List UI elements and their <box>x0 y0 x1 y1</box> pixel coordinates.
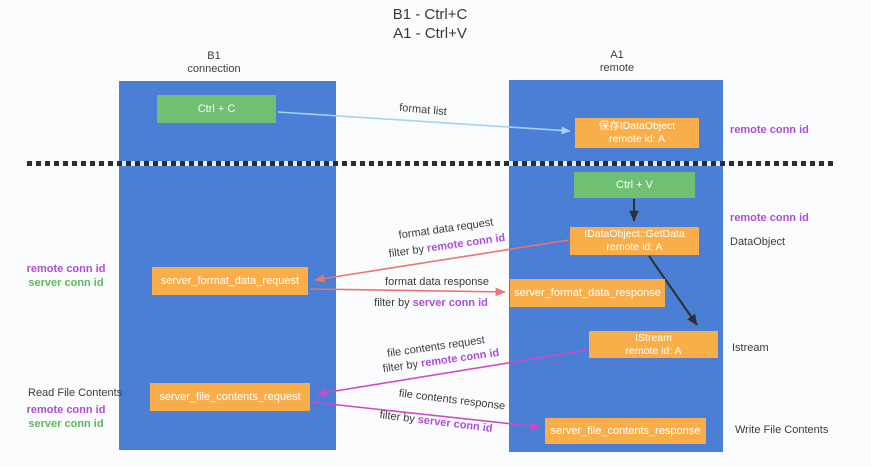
dashed-divider-line <box>27 161 833 166</box>
lane-b1-name: B1 <box>207 50 221 62</box>
node-getdata-line2: remote id: A <box>606 241 663 253</box>
filter-by-text: filter by <box>374 297 413 309</box>
node-ctrl-v: Ctrl + V <box>574 172 695 198</box>
arrow-format-data-response <box>309 287 506 297</box>
write-file-contents-label: Write File Contents <box>735 424 829 436</box>
label-filter-server-2: filter by server conn id <box>379 409 493 435</box>
lane-a1-name: A1 <box>610 49 624 61</box>
dataobject-label: DataObject <box>730 236 786 248</box>
node-istream: IStream remote id: A <box>589 331 718 358</box>
node-server-file-contents-request: server_file_contents_request <box>150 383 310 411</box>
lane-header-b1: B1 connection <box>154 50 274 76</box>
node-server-format-data-request: server_format_data_request <box>152 267 308 295</box>
node-ctrl-v-label: Ctrl + V <box>616 178 653 191</box>
node-ctrl-c-label: Ctrl + C <box>197 102 236 115</box>
filter-by-text: filter by <box>382 357 422 376</box>
left-conn-id-group-bottom: remote conn id server conn id <box>24 403 108 431</box>
server-conn-id-text: server conn id <box>417 413 494 435</box>
left-conn-id-group-top: remote conn id server conn id <box>24 262 108 290</box>
filter-by-text: filter by <box>378 409 419 426</box>
node-istream-line1: IStream <box>635 331 672 344</box>
server-conn-id-text: server conn id <box>412 297 488 309</box>
title-line-2: A1 - Ctrl+V <box>393 25 467 42</box>
label-filter-server-1: filter by server conn id <box>374 297 488 309</box>
left-server-conn-id-2: server conn id <box>28 418 104 430</box>
diagram-title: B1 - Ctrl+C A1 - Ctrl+V <box>340 5 520 43</box>
left-remote-conn-id-1: remote conn id <box>26 263 106 275</box>
node-save-idataobject-line2: remote id: A <box>608 133 666 145</box>
lane-b1-subtitle: connection <box>187 63 241 75</box>
node-getdata-line1: IDataObject::GetData <box>584 228 685 240</box>
istream-label: Istream <box>732 342 769 354</box>
node-server-file-contents-response: server_file_contents_response <box>545 418 706 444</box>
filter-by-text: filter by <box>388 242 428 261</box>
node-server-file-contents-response-label: server_file_contents_response <box>550 424 701 437</box>
label-file-contents-response: file contents response <box>398 387 506 413</box>
node-server-format-data-response: server_format_data_response <box>510 279 665 307</box>
node-save-idataobject-line1: 保存IDataObject <box>598 120 676 132</box>
read-file-contents-label: Read File Contents <box>28 387 123 399</box>
node-server-format-data-response-label: server_format_data_response <box>514 286 661 299</box>
left-remote-conn-id-2: remote conn id <box>26 404 106 416</box>
node-server-format-data-request-label: server_format_data_request <box>160 274 300 287</box>
lane-a1-subtitle: remote <box>599 62 635 74</box>
right-remote-conn-id-1: remote conn id <box>730 124 809 136</box>
node-server-file-contents-request-label: server_file_contents_request <box>159 390 301 403</box>
node-istream-line2: remote id: A <box>625 344 682 357</box>
label-format-data-response: format data response <box>385 276 489 288</box>
left-server-conn-id-1: server conn id <box>28 277 104 289</box>
node-idataobject-getdata: IDataObject::GetData remote id: A <box>570 227 699 255</box>
right-remote-conn-id-2: remote conn id <box>730 212 809 224</box>
title-line-1: B1 - Ctrl+C <box>392 6 468 23</box>
lane-header-a1: A1 remote <box>557 49 677 75</box>
node-save-idataobject: 保存IDataObject remote id: A <box>575 118 699 148</box>
label-format-list: format list <box>398 101 448 119</box>
node-ctrl-c: Ctrl + C <box>157 95 276 123</box>
